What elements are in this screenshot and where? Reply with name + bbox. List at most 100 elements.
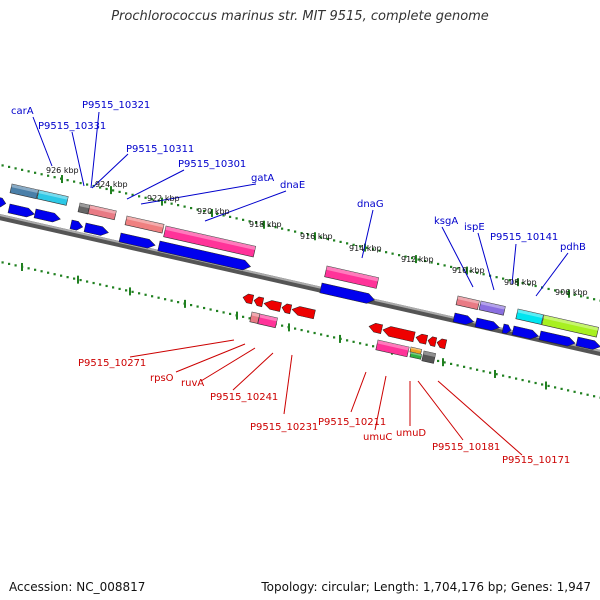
leader-line	[175, 343, 246, 373]
minor-tick	[235, 217, 238, 220]
minor-tick	[437, 359, 440, 363]
minor-tick	[79, 181, 82, 185]
forward-gene-labels: carA P9515_10321 P9515_10331 P9515_10311…	[11, 100, 586, 253]
minor-tick	[53, 273, 56, 276]
minor-tick	[521, 378, 524, 382]
accession-text: Accession: NC_008817	[9, 580, 146, 594]
minor-tick	[27, 170, 30, 173]
minor-tick	[352, 243, 355, 246]
gene-block-body	[324, 265, 380, 289]
gene-arrow	[538, 330, 576, 347]
gene-label-umuC[interactable]: umuC	[363, 432, 392, 443]
gene-arrow	[427, 336, 438, 347]
minor-tick	[391, 252, 394, 255]
gene-arrow	[7, 203, 35, 218]
gene-label-P9515_10241[interactable]: P9515_10241	[210, 392, 278, 403]
gene-block-shine	[377, 340, 410, 351]
minor-tick	[255, 221, 258, 224]
gene-arrow-body	[83, 222, 109, 236]
gene-label-ksgA[interactable]: ksgA	[434, 216, 458, 227]
gene-arrow-body	[382, 326, 416, 343]
minor-tick	[450, 265, 453, 268]
minor-tick	[521, 281, 524, 285]
leader-line	[535, 252, 569, 297]
minor-tick	[294, 327, 297, 330]
gene-block-shine	[410, 347, 422, 352]
topology-text: Topology: circular; Length: 1,704,176 bp…	[261, 580, 591, 594]
gene-label-ruvA[interactable]: ruvA	[181, 378, 204, 389]
gene-label-P9515_10311[interactable]: P9515_10311	[126, 144, 194, 155]
gene-label-P9515_10321[interactable]: P9515_10321	[82, 100, 150, 111]
minor-tick	[593, 395, 596, 398]
reverse-gene-labels: P9515_10271 rpsO ruvA P9515_10241 P9515_…	[78, 358, 570, 466]
minor-tick	[1, 261, 4, 264]
minor-tick	[209, 211, 212, 214]
minor-tick	[66, 179, 69, 182]
kbp-label: 924 kbp	[95, 180, 128, 189]
gene-label-dnaE[interactable]: dnaE	[280, 180, 305, 191]
gene-block-body	[421, 350, 437, 364]
gene-block-shine	[251, 312, 260, 318]
minor-tick	[502, 277, 505, 280]
minor-tick	[495, 276, 498, 279]
minor-tick	[151, 198, 154, 201]
gene-label-P9515_10301[interactable]: P9515_10301	[178, 159, 246, 170]
kbp-label: 920 kbp	[197, 207, 230, 216]
gene-label-carA[interactable]: carA	[11, 106, 34, 117]
gene-label-gatA[interactable]: gatA	[251, 173, 274, 184]
gene-block	[257, 313, 278, 329]
gene-arrow-body	[291, 306, 316, 320]
minor-tick	[547, 384, 550, 388]
gene-label-P9515_10181[interactable]: P9515_10181	[432, 442, 500, 453]
minor-tick	[125, 289, 128, 292]
gene-label-P9515_10331[interactable]: P9515_10331	[38, 121, 106, 132]
gene-block-body	[257, 313, 278, 329]
minor-tick	[209, 308, 212, 311]
minor-tick	[112, 286, 115, 289]
minor-tick	[508, 376, 511, 379]
minor-tick	[14, 264, 17, 267]
gene-arrow	[0, 196, 7, 208]
gene-label-rpsO[interactable]: rpsO	[150, 373, 174, 384]
gene-label-umuD[interactable]: umuD	[396, 428, 426, 439]
gene-arrow	[118, 232, 156, 249]
gene-block-body	[87, 204, 117, 221]
gene-label-P9515_10271[interactable]: P9515_10271	[78, 358, 146, 369]
leader-line	[90, 111, 100, 189]
gene-label-dnaG[interactable]: dnaG	[357, 199, 384, 210]
gene-label-P9515_10211[interactable]: P9515_10211	[318, 417, 386, 428]
minor-tick	[131, 290, 134, 293]
gene-arrow-body	[33, 208, 61, 223]
gene-arrow-body	[436, 338, 448, 350]
minor-tick	[346, 242, 349, 245]
minor-tick	[573, 390, 576, 393]
gene-label-P9515_10141[interactable]: P9515_10141	[490, 232, 558, 243]
kbp-label: 906 kbp	[555, 288, 588, 297]
minor-tick	[378, 249, 381, 252]
minor-tick	[138, 292, 141, 295]
gene-arrow	[511, 325, 539, 340]
minor-tick	[183, 205, 186, 208]
minor-tick	[164, 298, 167, 301]
gene-label-P9515_10231[interactable]: P9515_10231	[250, 422, 318, 433]
minor-tick	[502, 374, 505, 377]
minor-tick	[99, 186, 102, 189]
minor-tick	[196, 208, 199, 211]
minor-tick	[339, 240, 342, 243]
minor-tick	[359, 245, 362, 248]
gene-label-ispE[interactable]: ispE	[464, 222, 485, 233]
gene-block-body	[455, 295, 480, 310]
minor-tick	[352, 340, 355, 343]
gene-arrow-body	[427, 336, 438, 347]
minor-tick	[333, 336, 336, 339]
gene-block	[515, 308, 544, 325]
minor-tick	[372, 248, 375, 251]
minor-tick	[515, 377, 518, 380]
gene-arrow	[281, 303, 293, 315]
gene-arrow	[263, 300, 282, 312]
gene-label-P9515_10171[interactable]: P9515_10171	[502, 455, 570, 466]
minor-tick	[268, 224, 271, 227]
minor-tick	[1, 164, 4, 167]
gene-label-pdhB[interactable]: pdhB	[560, 242, 586, 253]
gene-block	[324, 265, 380, 289]
